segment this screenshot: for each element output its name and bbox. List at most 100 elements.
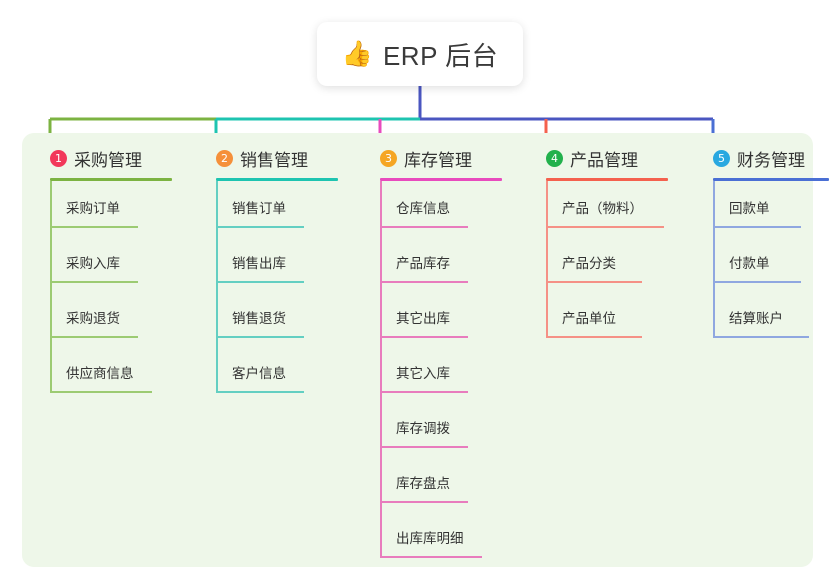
leaf-label: 回款单 xyxy=(729,201,770,216)
leaf-label: 结算账户 xyxy=(729,311,783,326)
column-2: 2 销售管理销售订单销售出库销售退货客户信息 xyxy=(200,145,338,401)
leaf-label: 产品库存 xyxy=(396,256,450,271)
leaf-label: 产品分类 xyxy=(562,256,616,271)
leaf-rule xyxy=(380,501,468,503)
leaf-list-1: 采购订单采购入库采购退货供应商信息 xyxy=(34,181,172,401)
list-item[interactable]: 库存盘点 xyxy=(364,456,502,511)
list-item[interactable]: 其它入库 xyxy=(364,346,502,401)
leaf-label: 销售出库 xyxy=(232,256,286,271)
leaf-list-4: 产品（物料） 产品分类产品单位 xyxy=(530,181,668,346)
leaf-rule xyxy=(380,391,468,393)
column-title-4: 产品管理 xyxy=(570,150,638,170)
leaf-label: 库存调拨 xyxy=(396,421,450,436)
thumbs-up-icon: 👍 xyxy=(341,39,373,68)
leaf-label: 出库库明细 xyxy=(396,531,464,546)
list-item[interactable]: 采购入库 xyxy=(34,236,172,291)
column-header-3[interactable]: 3 库存管理 xyxy=(364,145,502,171)
list-item[interactable]: 回款单 xyxy=(697,181,829,236)
leaf-list-3: 仓库信息产品库存其它出库其它入库库存调拨库存盘点出库库明细 xyxy=(364,181,502,566)
column-3: 3 库存管理仓库信息产品库存其它出库其它入库库存调拨库存盘点出库库明细 xyxy=(364,145,502,566)
leaf-label: 采购退货 xyxy=(66,311,120,326)
leaf-label: 付款单 xyxy=(729,256,770,271)
leaf-label: 销售订单 xyxy=(232,201,286,216)
root-title-card[interactable]: 👍 ERP 后台 xyxy=(317,22,523,86)
leaf-label: 销售退货 xyxy=(232,311,286,326)
column-title-3: 库存管理 xyxy=(404,150,472,170)
list-item[interactable]: 结算账户 xyxy=(697,291,829,346)
list-item[interactable]: 其它出库 xyxy=(364,291,502,346)
leaf-spine-5 xyxy=(713,181,715,338)
leaf-label: 仓库信息 xyxy=(396,201,450,216)
leaf-rule xyxy=(216,281,304,283)
list-item[interactable]: 销售出库 xyxy=(200,236,338,291)
leaf-label: 客户信息 xyxy=(232,366,286,381)
leaf-spine-4 xyxy=(546,181,548,338)
column-badge-1: 1 xyxy=(50,149,67,167)
list-item[interactable]: 采购订单 xyxy=(34,181,172,236)
column-rule-2 xyxy=(216,178,338,181)
list-item[interactable]: 出库库明细 xyxy=(364,511,502,566)
leaf-rule xyxy=(713,226,801,228)
list-item[interactable]: 销售订单 xyxy=(200,181,338,236)
column-rule-4 xyxy=(546,178,668,181)
leaf-rule xyxy=(216,226,304,228)
leaf-label: 库存盘点 xyxy=(396,476,450,491)
leaf-rule xyxy=(216,391,304,393)
list-item[interactable]: 客户信息 xyxy=(200,346,338,401)
column-title-5: 财务管理 xyxy=(737,150,805,170)
leaf-rule xyxy=(50,391,152,393)
column-badge-2: 2 xyxy=(216,149,233,167)
leaf-list-2: 销售订单销售出库销售退货客户信息 xyxy=(200,181,338,401)
column-header-5[interactable]: 5 财务管理 xyxy=(697,145,829,171)
leaf-rule xyxy=(50,281,138,283)
list-item[interactable]: 仓库信息 xyxy=(364,181,502,236)
page-title: ERP 后台 xyxy=(382,40,499,71)
leaf-label: 采购订单 xyxy=(66,201,120,216)
list-item[interactable]: 产品（物料） xyxy=(530,181,668,236)
list-item[interactable]: 产品库存 xyxy=(364,236,502,291)
leaf-rule xyxy=(216,336,304,338)
leaf-rule xyxy=(380,281,468,283)
list-item[interactable]: 产品单位 xyxy=(530,291,668,346)
column-rule-3 xyxy=(380,178,502,181)
column-title-2: 销售管理 xyxy=(240,150,308,170)
column-badge-5: 5 xyxy=(713,149,730,167)
column-4: 4 产品管理产品（物料） 产品分类产品单位 xyxy=(530,145,668,346)
list-item[interactable]: 采购退货 xyxy=(34,291,172,346)
leaf-label: 产品单位 xyxy=(562,311,616,326)
leaf-rule xyxy=(546,336,642,338)
list-item[interactable]: 供应商信息 xyxy=(34,346,172,401)
leaf-rule xyxy=(546,226,664,228)
leaf-label: 其它出库 xyxy=(396,311,450,326)
column-badge-3: 3 xyxy=(380,149,397,167)
column-header-2[interactable]: 2 销售管理 xyxy=(200,145,338,171)
leaf-label: 采购入库 xyxy=(66,256,120,271)
leaf-rule xyxy=(380,446,468,448)
leaf-rule xyxy=(713,336,809,338)
leaf-rule xyxy=(50,336,138,338)
leaf-rule xyxy=(50,226,138,228)
column-header-4[interactable]: 4 产品管理 xyxy=(530,145,668,171)
list-item[interactable]: 库存调拨 xyxy=(364,401,502,456)
column-5: 5 财务管理回款单付款单结算账户 xyxy=(697,145,829,346)
leaf-rule xyxy=(380,556,482,558)
leaf-rule xyxy=(546,281,642,283)
list-item[interactable]: 销售退货 xyxy=(200,291,338,346)
leaf-spine-3 xyxy=(380,181,382,558)
leaf-spine-2 xyxy=(216,181,218,393)
leaf-label: 供应商信息 xyxy=(66,366,134,381)
leaf-rule xyxy=(713,281,801,283)
column-rule-5 xyxy=(713,178,829,181)
list-item[interactable]: 付款单 xyxy=(697,236,829,291)
column-badge-4: 4 xyxy=(546,149,563,167)
leaf-rule xyxy=(380,226,468,228)
leaf-spine-1 xyxy=(50,181,52,393)
leaf-label: 其它入库 xyxy=(396,366,450,381)
leaf-label: 产品（物料） xyxy=(562,201,643,216)
list-item[interactable]: 产品分类 xyxy=(530,236,668,291)
leaf-rule xyxy=(380,336,468,338)
content-panel xyxy=(22,133,813,567)
